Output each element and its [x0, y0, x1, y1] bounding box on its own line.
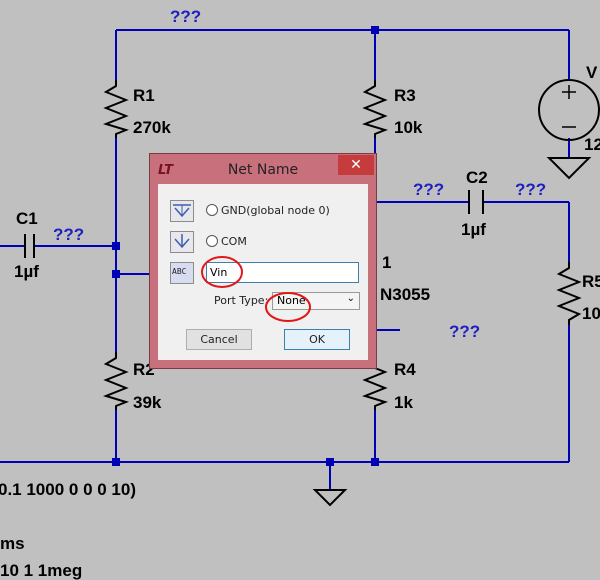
com-radio[interactable]: COM	[206, 235, 247, 248]
r1-name[interactable]: R1	[133, 86, 155, 105]
gnd-radio[interactable]: GND(global node 0)	[206, 204, 330, 217]
gnd-symbol-button[interactable]	[170, 200, 194, 222]
port-type-label: Port Type:	[214, 294, 269, 307]
net-label-c2-left[interactable]: ???	[413, 180, 445, 199]
net-name-dialog[interactable]: LT Net Name ✕ GND(global node 0) COM	[150, 154, 376, 368]
c1-value[interactable]: 1µf	[14, 262, 39, 281]
r3-name[interactable]: R3	[394, 86, 416, 105]
label-symbol-button[interactable]: ABC	[170, 262, 194, 284]
dialog-title: Net Name	[227, 162, 299, 178]
com-symbol-button[interactable]	[170, 231, 194, 253]
gnd-radio-label: GND(global node 0)	[221, 204, 330, 217]
r4-value[interactable]: 1k	[394, 393, 413, 412]
r1-value[interactable]: 270k	[133, 118, 171, 137]
sim-directive-text[interactable]: ms	[0, 534, 25, 553]
sim-directive-text-2[interactable]: 10 1 1meg	[0, 561, 83, 580]
net-label-c2-right[interactable]: ???	[515, 180, 547, 199]
c2-name[interactable]: C2	[466, 168, 488, 187]
net-label-top[interactable]: ???	[170, 7, 202, 26]
r2-value[interactable]: 39k	[133, 393, 162, 412]
com-icon	[174, 234, 190, 249]
q1-name[interactable]: 1	[382, 253, 392, 272]
com-radio-circle[interactable]	[206, 235, 218, 247]
c2-value[interactable]: 1µf	[461, 220, 486, 239]
abc-label-icon: ABC	[172, 267, 187, 276]
cancel-button[interactable]: Cancel	[186, 329, 252, 350]
chevron-down-icon: ⌄	[346, 293, 355, 304]
ok-button[interactable]: OK	[284, 329, 350, 350]
com-radio-label: COM	[221, 235, 247, 248]
r5-name[interactable]: R5	[582, 272, 600, 291]
port-type-select[interactable]: None ⌄	[272, 292, 360, 310]
port-type-value: None	[277, 294, 306, 307]
v1-value[interactable]: 12	[584, 135, 600, 154]
net-label-c1[interactable]: ???	[53, 225, 85, 244]
ltspice-logo-icon: LT	[158, 163, 173, 178]
source-directive-text[interactable]: 0.1 1000 0 0 0 10)	[0, 480, 137, 499]
r2-name[interactable]: R2	[133, 360, 155, 379]
r3-value[interactable]: 10k	[394, 118, 423, 137]
net-label-emitter[interactable]: ???	[449, 322, 481, 341]
c1-name[interactable]: C1	[16, 209, 38, 228]
ground-icon	[173, 204, 191, 218]
q1-value[interactable]: N3055	[380, 285, 431, 304]
dialog-body: GND(global node 0) COM ABC Port Type: No…	[158, 184, 368, 360]
r5-value[interactable]: 10	[582, 304, 600, 323]
close-button[interactable]: ✕	[338, 155, 374, 175]
r4-name[interactable]: R4	[394, 360, 416, 379]
gnd-radio-circle[interactable]	[206, 204, 218, 216]
dialog-titlebar[interactable]: LT Net Name ✕	[150, 154, 376, 184]
v1-name[interactable]: V	[586, 63, 598, 82]
net-name-input[interactable]	[206, 262, 359, 283]
